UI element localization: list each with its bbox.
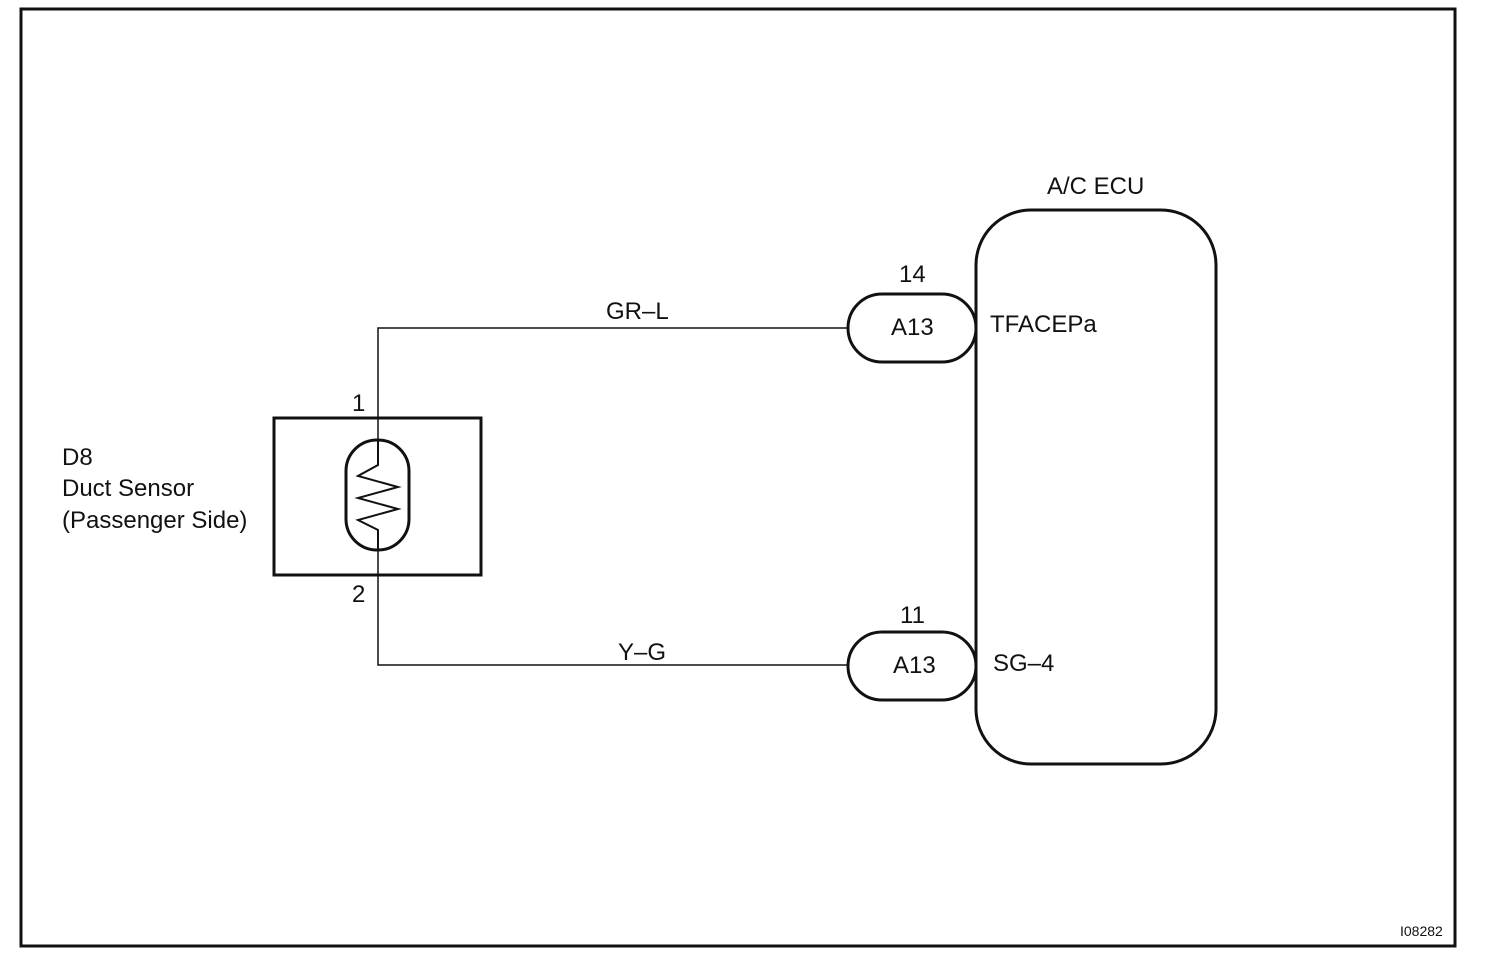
ecu-signal-sg4: SG–4 [993, 650, 1055, 677]
connector-label-bottom: A13 [893, 652, 936, 679]
ecu-pin-14: 14 [899, 261, 926, 288]
diagram-frame [19, 7, 1457, 948]
sensor-name: Duct Sensor [62, 475, 195, 502]
wire-y-g [377, 550, 848, 666]
ecu-signal-tfacepa: TFACEPa [990, 311, 1097, 338]
ecu-pin-11: 11 [900, 602, 925, 629]
wire-gr-l [377, 327, 848, 440]
wire-label-gr-l: GR–L [606, 298, 669, 325]
wire-label-y-g: Y–G [618, 639, 667, 666]
sensor-pin-2: 2 [352, 581, 366, 608]
sensor-code: D8 [62, 444, 93, 471]
ecu-body [974, 208, 1218, 766]
ecu-title: A/C ECU [1047, 173, 1145, 200]
sensor-side: (Passenger Side) [62, 507, 248, 534]
connector-label-top: A13 [891, 314, 934, 341]
sensor-pin-1: 1 [352, 390, 366, 417]
figure-id: I08282 [1400, 923, 1443, 939]
resistor-zigzag-icon [354, 440, 402, 550]
